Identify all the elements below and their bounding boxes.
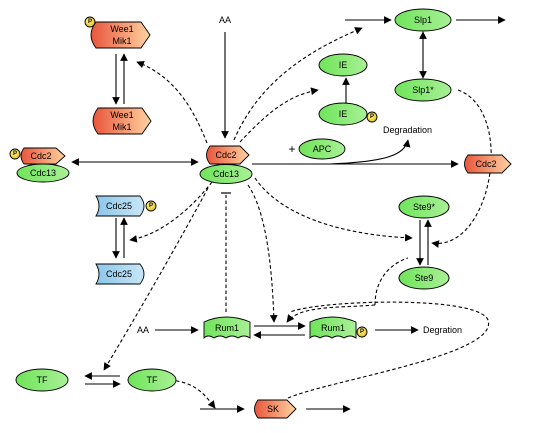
- ste9-node[interactable]: Ste9: [398, 266, 450, 290]
- apc-node[interactable]: + APC: [288, 138, 346, 160]
- ie-top-node[interactable]: IE: [318, 53, 368, 77]
- cdc2-cdc13-left-complex[interactable]: Cdc2 P Cdc13: [9, 147, 70, 183]
- edge-sk-to-rum1: [287, 301, 489, 399]
- rum1-right-node[interactable]: Rum1 P: [309, 316, 368, 340]
- tf-right-label: TF: [147, 375, 158, 385]
- wee1-bottom-label: Wee1: [110, 110, 133, 120]
- ste9-label: Ste9: [415, 273, 434, 283]
- degradation-top-label: Degradation: [383, 125, 432, 135]
- wee1-top-label: Wee1: [110, 24, 133, 34]
- cdc25-bottom-label: Cdc25: [106, 269, 132, 279]
- ie-bottom-node[interactable]: IE P: [318, 102, 378, 126]
- cdc25-top-label: Cdc25: [106, 201, 132, 211]
- wee1-mik1-top-node[interactable]: Wee1 Mik1 P: [84, 16, 151, 49]
- edge-complex-to-wee1: [136, 60, 208, 144]
- phospho-icon: [366, 111, 378, 123]
- phospho-icon: [9, 148, 21, 160]
- edge-complex-to-ie: [239, 87, 319, 143]
- edge-complex-to-ste9: [254, 177, 413, 242]
- tf-right-node[interactable]: TF: [127, 368, 177, 392]
- aa-left-label: AA: [137, 325, 149, 335]
- cdc25-bottom-node[interactable]: Cdc25: [95, 263, 145, 285]
- phospho-icon: [84, 16, 96, 28]
- rum1-right-label: Rum1: [321, 323, 345, 333]
- ste9-star-node[interactable]: Ste9*: [398, 195, 450, 219]
- tf-left-node[interactable]: TF: [15, 368, 69, 392]
- edge-complex-to-cdc25: [129, 181, 213, 243]
- cdc13-center-label: Cdc13: [213, 169, 239, 179]
- phospho-label: P: [360, 329, 364, 335]
- tf-left-label: TF: [37, 375, 48, 385]
- cdc2-center-label: Cdc2: [215, 150, 236, 160]
- cdc2-left-label: Cdc2: [30, 151, 51, 161]
- cdc13-left-label: Cdc13: [30, 168, 56, 178]
- cdc2-right-label: Cdc2: [475, 159, 496, 169]
- degradation-right-label: Degration: [423, 325, 462, 335]
- cdc25-top-node[interactable]: Cdc25 P: [95, 195, 157, 217]
- sk-label: SK: [267, 404, 279, 414]
- wee1-mik1-bottom-node[interactable]: Wee1 Mik1: [92, 107, 152, 135]
- slp1-label: Slp1: [414, 15, 432, 25]
- cdc2-cdc13-center-complex[interactable]: Cdc2 Cdc13: [199, 145, 253, 184]
- phospho-icon: [356, 326, 368, 338]
- mik1-top-label: Mik1: [112, 36, 131, 46]
- phospho-label: P: [370, 114, 374, 120]
- ie-bottom-label: IE: [339, 109, 348, 119]
- plus-label: +: [288, 142, 295, 156]
- edge-apc-degradation: [329, 139, 411, 165]
- phospho-label: P: [149, 203, 153, 209]
- edge-ste9-to-rum1: [374, 257, 409, 306]
- phospho-label: P: [13, 151, 17, 157]
- phospho-label: P: [88, 19, 92, 25]
- slp1-star-label: Slp1*: [412, 85, 434, 95]
- slp1-star-node[interactable]: Slp1*: [394, 78, 452, 102]
- phospho-icon: [145, 200, 157, 212]
- apc-label: APC: [313, 144, 332, 154]
- rum1-left-node[interactable]: Rum1: [203, 316, 251, 340]
- slp1-node[interactable]: Slp1: [394, 8, 452, 32]
- rum1-left-label: Rum1: [215, 323, 239, 333]
- nodes: Wee1 Mik1 P Wee1 Mik1 Cdc2 P Cdc13 Cdc2 …: [9, 8, 512, 419]
- ie-top-label: IE: [339, 60, 348, 70]
- sk-node[interactable]: SK: [254, 399, 297, 419]
- ste9-star-label: Ste9*: [413, 202, 436, 212]
- aa-top-label: AA: [219, 15, 231, 25]
- edge-complex-to-tf: [103, 187, 209, 371]
- edge-complex-to-rum1: [247, 184, 278, 323]
- edge-ste9-to-rum1b: [286, 304, 376, 323]
- edges: [71, 16, 506, 413]
- edge-slp1star-to-ste9: [431, 89, 492, 248]
- cdc2-right-node[interactable]: Cdc2: [464, 154, 512, 174]
- mik1-bottom-label: Mik1: [112, 122, 131, 132]
